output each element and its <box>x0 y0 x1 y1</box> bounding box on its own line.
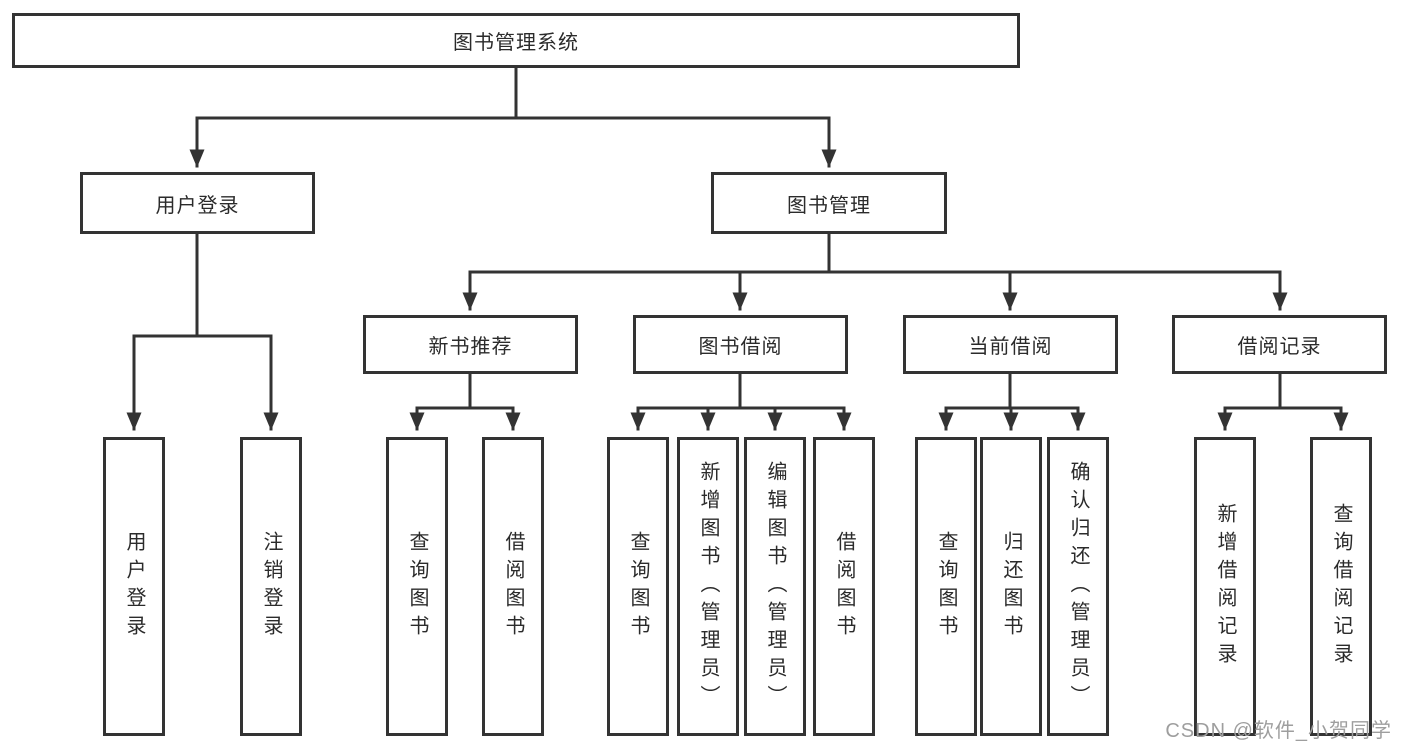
leaf-borrow-books: 借阅图书 <box>813 437 875 736</box>
node-current-borrow: 当前借阅 <box>903 315 1118 374</box>
leaf-add-borrow-record: 新增借阅记录 <box>1194 437 1256 736</box>
leaf-user-login: 用户登录 <box>103 437 165 736</box>
node-borrow-records: 借阅记录 <box>1172 315 1387 374</box>
leaf-confirm-return-admin: 确认归还（管理员） <box>1047 437 1109 736</box>
leaf-query-borrow-record: 查询借阅记录 <box>1310 437 1372 736</box>
node-new-book-recommend: 新书推荐 <box>363 315 578 374</box>
csdn-watermark: CSDN @软件_小贺同学 <box>1165 720 1392 742</box>
leaf-query-books-recommend: 查询图书 <box>386 437 448 736</box>
leaf-query-books-current: 查询图书 <box>915 437 977 736</box>
leaf-add-book-admin: 新增图书（管理员） <box>677 437 739 736</box>
leaf-query-books-borrow: 查询图书 <box>607 437 669 736</box>
leaf-logout: 注销登录 <box>240 437 302 736</box>
node-root-library-system: 图书管理系统 <box>12 13 1020 68</box>
node-book-management: 图书管理 <box>711 172 947 234</box>
leaf-borrow-books-recommend: 借阅图书 <box>482 437 544 736</box>
leaf-return-books: 归还图书 <box>980 437 1042 736</box>
node-book-borrow: 图书借阅 <box>633 315 848 374</box>
node-user-login: 用户登录 <box>80 172 315 234</box>
leaf-edit-book-admin: 编辑图书（管理员） <box>744 437 806 736</box>
